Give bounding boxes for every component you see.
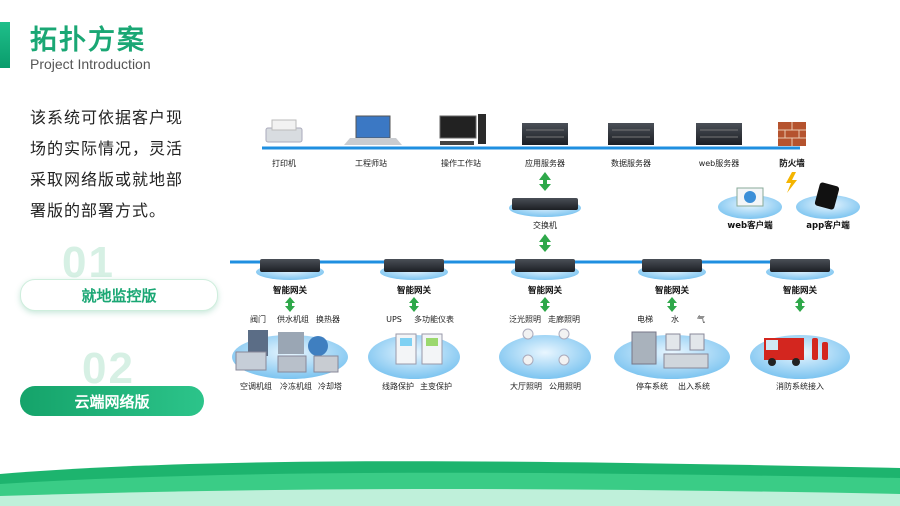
web-server-icon xyxy=(696,123,742,145)
label-line-protection: 线路保护 xyxy=(382,381,414,391)
gateway-arrow-5-icon xyxy=(795,297,805,312)
option-number-02: 02 xyxy=(82,344,135,393)
label-gateway-4: 智能网关 xyxy=(654,285,690,296)
label-public-lighting: 公用照明 xyxy=(549,382,581,391)
label-corridor-lighting: 走廊照明 xyxy=(548,314,580,324)
firewall-icon xyxy=(778,122,806,146)
gateway-arrow-4-icon xyxy=(667,297,677,312)
label-data-server: 数据服务器 xyxy=(611,158,651,168)
switch-arrow-up-icon xyxy=(539,172,551,191)
label-fire-system: 消防系统接入 xyxy=(776,381,824,391)
label-gateway-5: 智能网关 xyxy=(782,285,818,296)
label-gateway-3: 智能网关 xyxy=(527,285,563,296)
label-access-system: 出入系统 xyxy=(678,381,710,391)
label-firewall: 防火墙 xyxy=(779,158,805,169)
bottom-wave-decoration xyxy=(0,461,900,506)
lighting-platform xyxy=(499,335,591,379)
label-app-server: 应用服务器 xyxy=(525,158,565,168)
label-web-server: web服务器 xyxy=(699,158,740,168)
label-engineer-station: 工程师站 xyxy=(355,158,387,168)
gateway-2 xyxy=(380,259,448,280)
label-chiller-unit: 冷冻机组 xyxy=(280,381,312,391)
title-accent-bar xyxy=(0,22,10,68)
utility-equipment-icon xyxy=(631,331,709,369)
gateway-5 xyxy=(766,259,834,280)
label-water: 水 xyxy=(671,314,679,324)
label-web-client: web客户端 xyxy=(727,220,773,231)
label-operator-station: 操作工作站 xyxy=(441,158,481,168)
gateway-1 xyxy=(256,259,324,280)
label-gas: 气 xyxy=(697,314,705,324)
page-title: 拓扑方案 xyxy=(30,25,146,56)
label-app-client: app客户端 xyxy=(806,220,850,231)
network-switch-icon xyxy=(512,198,578,210)
label-ups: UPS xyxy=(386,315,402,324)
app-client-icon xyxy=(814,182,840,210)
label-printer: 打印机 xyxy=(272,158,296,168)
power-meter-icon xyxy=(395,333,443,365)
printer-icon xyxy=(265,119,303,143)
description-text: 该系统可依据客户现场的实际情况，灵活采取网络版或就地部署版的部署方式。 xyxy=(30,108,184,220)
gateway-3 xyxy=(511,259,579,280)
workstation-icon xyxy=(439,114,486,145)
page-subtitle: Project Introduction xyxy=(30,56,151,72)
app-server-icon xyxy=(522,123,568,145)
lightning-icon xyxy=(786,172,797,193)
fire-truck-icon xyxy=(764,338,828,366)
data-server-icon xyxy=(608,123,654,145)
option-local-monitoring-button[interactable]: 就地监控版 xyxy=(20,279,218,311)
label-elevator: 电梯 xyxy=(637,314,653,324)
label-valve: 阀门 xyxy=(250,314,266,324)
light-bulb-icon xyxy=(522,328,570,366)
gateway-4 xyxy=(638,259,706,280)
web-client-icon xyxy=(736,187,764,207)
label-transformer-protection: 主变保护 xyxy=(420,381,452,391)
label-water-unit: 供水机组 xyxy=(277,314,309,324)
label-heat-exchanger: 换热器 xyxy=(316,314,340,324)
label-flood-lighting: 泛光照明 xyxy=(509,314,541,324)
label-parking-system: 停车系统 xyxy=(636,381,668,391)
label-cooling-tower: 冷却塔 xyxy=(318,381,342,391)
gateway-arrow-1-icon xyxy=(285,297,295,312)
label-hall-lighting: 大厅照明 xyxy=(510,381,542,391)
label-gateway-2: 智能网关 xyxy=(396,285,432,296)
label-meter: 多功能仪表 xyxy=(414,314,454,324)
option-number-01: 01 xyxy=(62,238,115,287)
option-cloud-network-button[interactable]: 云端网络版 xyxy=(20,386,204,416)
switch-arrow-down-icon xyxy=(539,234,551,252)
label-switch: 交换机 xyxy=(533,220,557,230)
laptop-icon xyxy=(344,115,402,145)
gateway-arrow-2-icon xyxy=(409,297,419,312)
hvac-equipment-icon xyxy=(235,330,339,373)
gateway-arrow-3-icon xyxy=(540,297,550,312)
label-ac-unit: 空调机组 xyxy=(240,381,272,391)
label-gateway-1: 智能网关 xyxy=(272,285,308,296)
